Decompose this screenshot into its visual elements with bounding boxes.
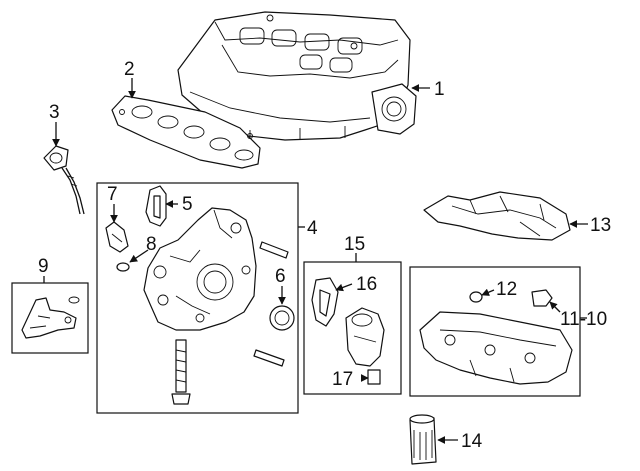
crank-seal-6 — [269, 305, 295, 331]
leader-lines — [43, 78, 588, 444]
oil-pressure-switch — [105, 221, 129, 253]
callout-1: 1 — [434, 79, 445, 100]
oil-dipstick — [43, 145, 85, 215]
intake-manifold — [177, 11, 417, 141]
gasket-5 — [145, 185, 167, 227]
callout-17: 17 — [332, 369, 353, 390]
callout-9: 9 — [38, 256, 49, 277]
manifold-gasket — [111, 95, 261, 169]
oil-pump — [143, 207, 257, 331]
callout-11-10: 11-10 — [560, 309, 607, 330]
stud-bolts — [171, 241, 289, 405]
splash-shield — [423, 191, 571, 241]
box-9 — [11, 282, 89, 354]
callout-13: 13 — [590, 215, 611, 236]
callout-12: 12 — [496, 279, 517, 300]
callout-6: 6 — [275, 266, 286, 287]
callout-15: 15 — [344, 234, 365, 255]
drain-washer-12 — [469, 291, 483, 303]
callout-2: 2 — [124, 59, 135, 80]
box-15 — [303, 261, 402, 395]
bracket-part-9 — [21, 296, 80, 339]
callout-16: 16 — [356, 274, 377, 295]
callout-5: 5 — [182, 194, 193, 215]
sensor-17 — [367, 369, 381, 385]
water-outlet — [345, 307, 385, 367]
box-10 — [409, 266, 581, 397]
drain-plug-11 — [531, 289, 553, 307]
callout-4: 4 — [307, 218, 318, 239]
oil-filter — [409, 414, 437, 465]
oil-pan — [419, 311, 573, 385]
o-ring-8 — [116, 262, 130, 272]
gasket-16 — [311, 277, 339, 327]
callout-8: 8 — [146, 234, 157, 255]
box-4 — [96, 182, 299, 414]
callout-14: 14 — [461, 431, 483, 452]
callout-3: 3 — [49, 102, 60, 123]
callout-7: 7 — [107, 184, 118, 205]
